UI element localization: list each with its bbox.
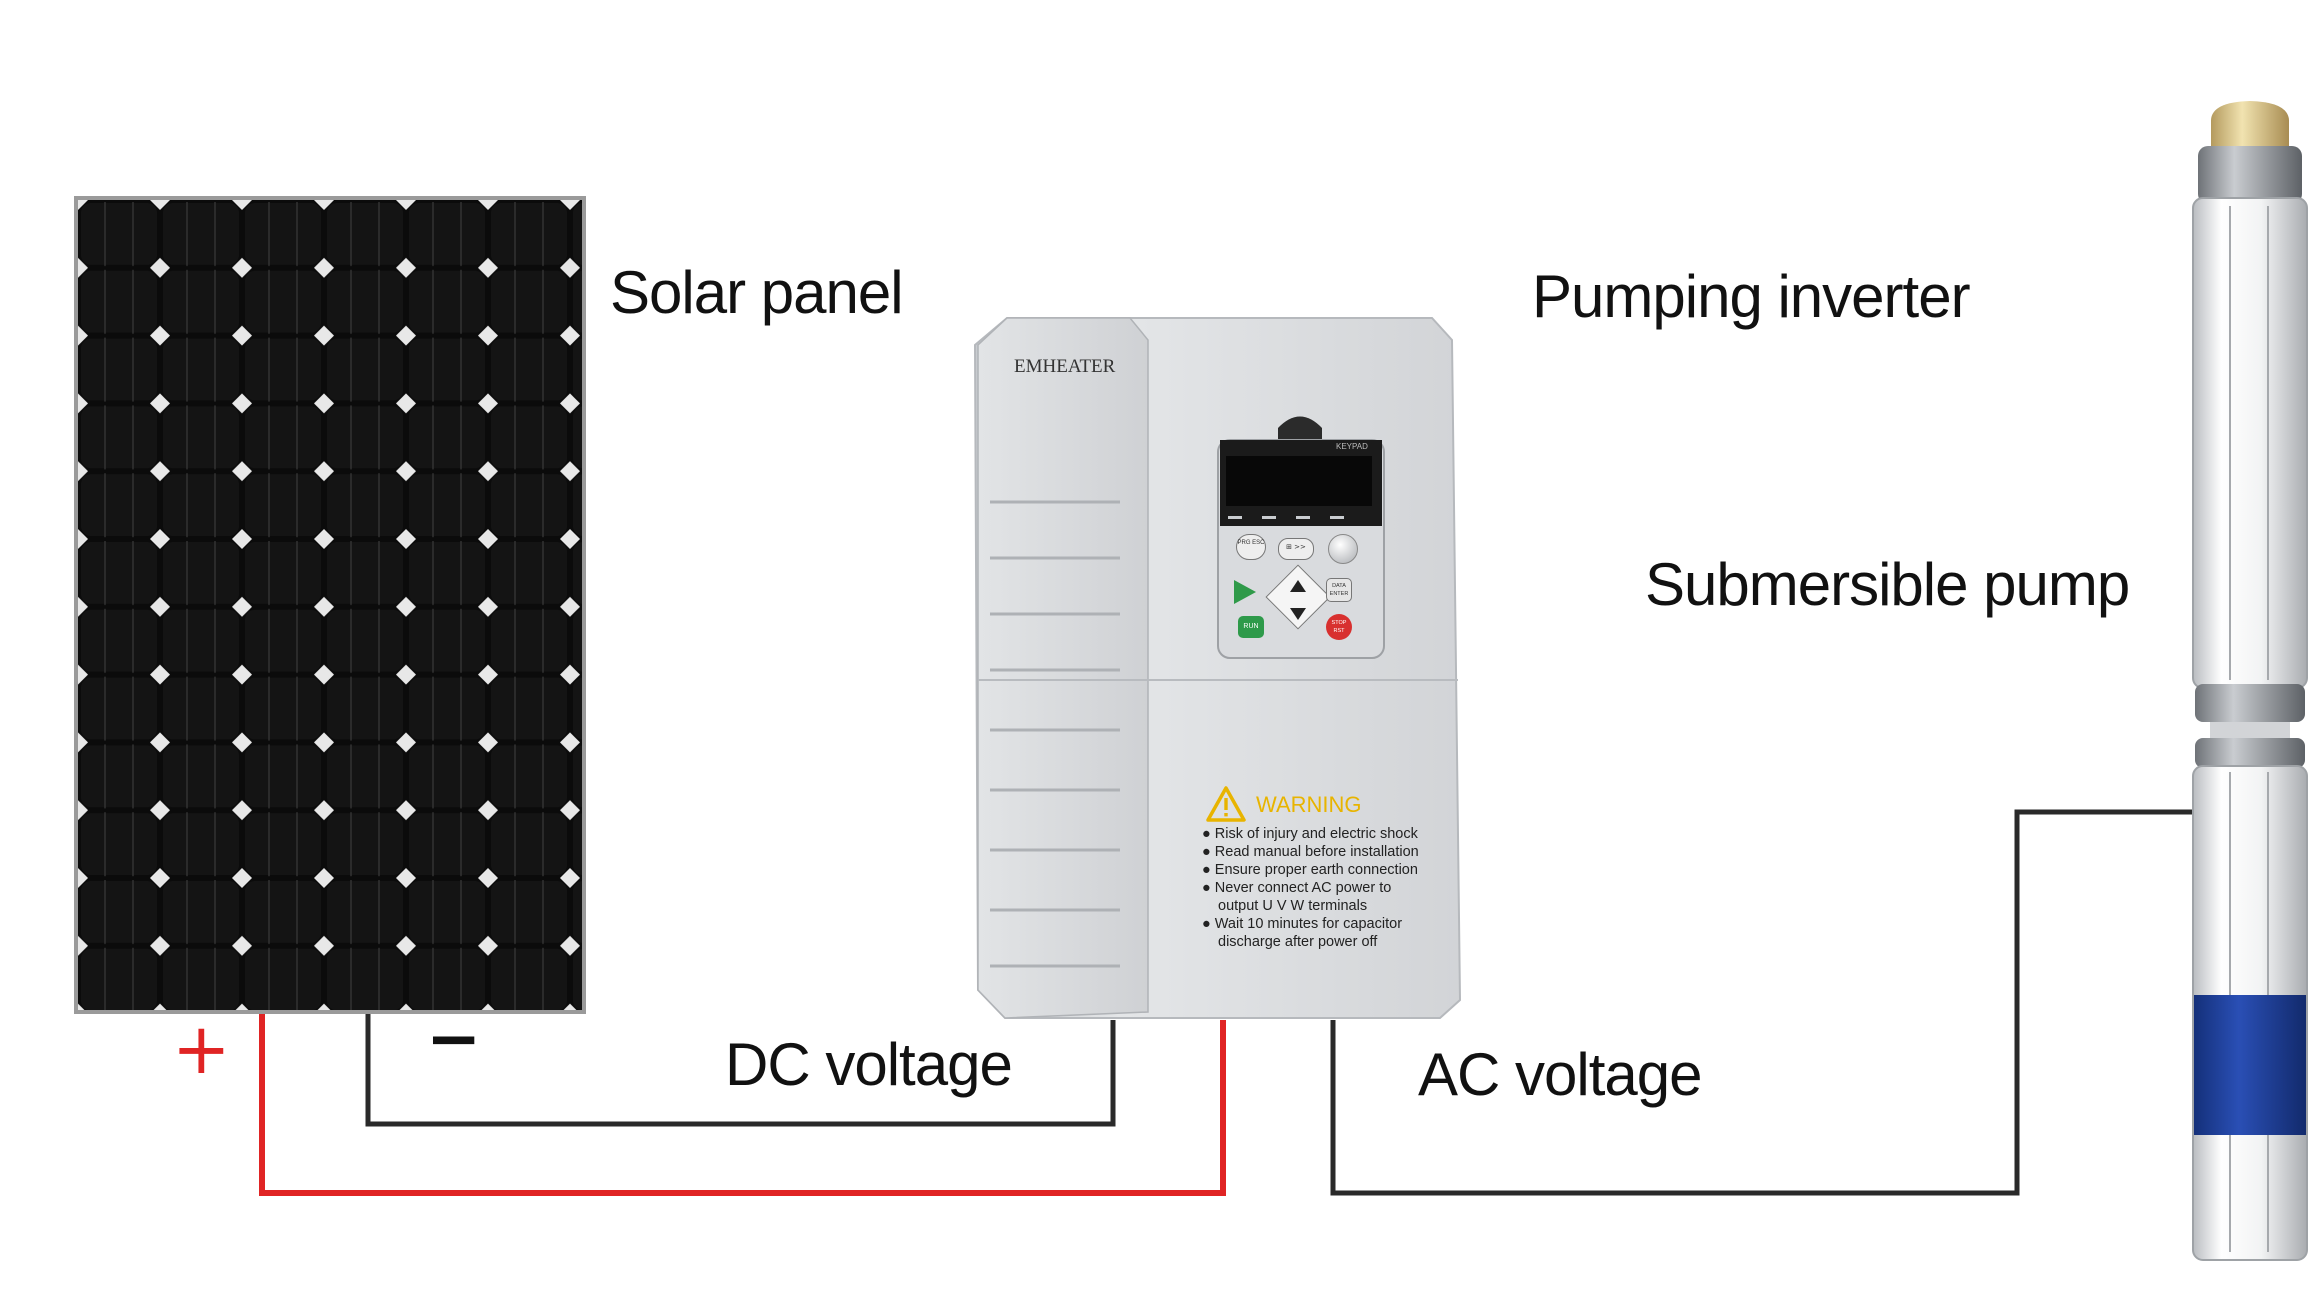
submersible-pump xyxy=(2192,101,2308,1261)
warning-title: WARNING xyxy=(1256,792,1362,817)
warning-line: ● Read manual before installation xyxy=(1202,844,1419,860)
inverter-brand: EMHEATER xyxy=(1014,356,1116,377)
warning-line: ● Never connect AC power to xyxy=(1202,880,1392,896)
warning-line: ● Wait 10 minutes for capacitor xyxy=(1202,916,1403,932)
shift-button: ⊞ >> xyxy=(1278,538,1314,560)
warning-line: ● Risk of injury and electric shock xyxy=(1202,826,1418,842)
data-enter-button: DATA ENTER xyxy=(1326,578,1352,602)
stop-reset-button: STOP RST xyxy=(1326,614,1352,640)
warning-line: discharge after power off xyxy=(1218,934,1378,950)
warning-line: output U V W terminals xyxy=(1218,898,1368,914)
run-button: RUN xyxy=(1238,616,1264,638)
solar-panel xyxy=(74,196,586,1014)
negative-terminal-symbol: − xyxy=(426,1000,482,1077)
pumping-inverter xyxy=(973,317,1462,1019)
warning-line: ● Ensure proper earth connection xyxy=(1202,862,1418,878)
warning-triangle-icon xyxy=(1206,786,1246,822)
inverter-keypad xyxy=(1217,439,1385,659)
label-submersible-pump: Submersible pump xyxy=(1645,551,2130,618)
up-arrow-icon xyxy=(1290,580,1306,592)
positive-terminal-symbol: + xyxy=(172,1008,231,1090)
potentiometer-knob-icon xyxy=(1328,534,1358,564)
dc-wires xyxy=(259,1014,1226,1196)
keypad-label: KEYPAD xyxy=(1336,442,1368,451)
label-ac-voltage: AC voltage xyxy=(1418,1041,1702,1108)
ac-wire xyxy=(1330,809,2198,1196)
label-dc-voltage: DC voltage xyxy=(725,1031,1013,1098)
prg-esc-button: PRG ESC xyxy=(1236,534,1266,560)
label-pumping-inverter: Pumping inverter xyxy=(1532,263,1971,330)
forward-arrow-icon xyxy=(1234,580,1256,604)
label-solar-panel: Solar panel xyxy=(610,259,904,326)
down-arrow-icon xyxy=(1290,608,1306,620)
